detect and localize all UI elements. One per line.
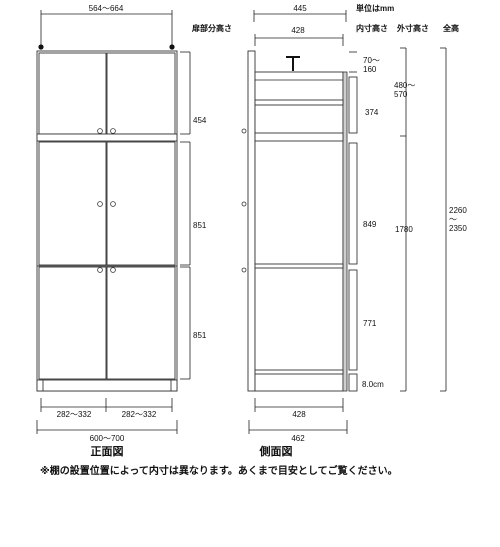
knob-icon: [97, 128, 103, 134]
door-bottom-left: [38, 266, 107, 380]
front-view: 564〜664 扉部分高さ 454: [36, 4, 232, 458]
bottom-outer-depth-label: 462: [291, 434, 305, 443]
side-cabinet-body: [254, 71, 344, 392]
side-view: 445 428 単位はmm 内寸高さ 外寸高さ 全高 70〜160: [241, 3, 467, 458]
front-view-caption: 正面図: [91, 444, 124, 458]
side-outer-depth-label: 445: [293, 4, 307, 13]
side-shelf-3: [254, 263, 344, 269]
door-bottom-right: [106, 266, 176, 380]
door-top-right: [106, 52, 176, 135]
inner-height-header: 内寸高さ: [356, 23, 388, 33]
total-height-header: 全高: [442, 23, 459, 33]
inner-height-3-label: 849: [363, 220, 377, 229]
side-shelf-1: [254, 99, 344, 106]
inner-height-bar-2: [348, 76, 358, 134]
front-top-width-label: 564〜664: [89, 4, 124, 13]
inner-height-2-label: 374: [365, 108, 379, 117]
disclaimer-note: ※棚の設置位置によって内寸は異なります。あくまで目安としてご覧ください。: [40, 464, 398, 477]
overall-width-label: 600〜700: [90, 434, 125, 443]
side-back-panel: [342, 71, 348, 392]
inner-height-5-label: 8.0cm: [362, 380, 384, 389]
side-door-profile: [247, 50, 256, 392]
knob-icon: [241, 267, 247, 273]
outer-height-2-label: 1780: [395, 225, 413, 234]
door-bottom-height-label: 851: [193, 331, 207, 340]
side-shelf-2: [254, 132, 344, 142]
inner-height-bar-5: [348, 373, 358, 392]
door-middle-left: [38, 141, 107, 266]
left-bolt-icon: [38, 44, 44, 50]
total-height-label: 2260〜2350: [449, 206, 467, 233]
unit-label: 単位はmm: [356, 3, 394, 13]
door-section-header: 扉部分高さ: [191, 23, 232, 33]
knob-icon: [110, 201, 116, 207]
right-bolt-icon: [169, 44, 175, 50]
knob-icon: [110, 267, 116, 273]
door-top-left: [38, 52, 107, 135]
door-middle-height-label: 851: [193, 221, 207, 230]
inner-height-bar-4: [348, 269, 358, 371]
inner-height-bar-3: [348, 142, 358, 265]
side-view-caption: 側面図: [259, 444, 293, 458]
knob-icon: [110, 128, 116, 134]
side-inner-depth-label: 428: [291, 26, 305, 35]
knob-icon: [241, 128, 247, 134]
knob-icon: [97, 267, 103, 273]
outer-height-1-label: 480〜570: [394, 81, 415, 99]
knob-icon: [241, 201, 247, 207]
bottom-inner-depth-label: 428: [292, 410, 306, 419]
outer-height-header: 外寸高さ: [397, 23, 429, 33]
front-plinth: [36, 379, 178, 392]
knob-icon: [97, 201, 103, 207]
inner-height-4-label: 771: [363, 319, 377, 328]
front-shelf-band-top: [36, 133, 178, 142]
door-top-height-label: 454: [193, 116, 207, 125]
door-middle-right: [106, 141, 176, 266]
door-width-left-label: 282〜332: [57, 410, 92, 419]
inner-height-1-label: 70〜160: [363, 56, 380, 74]
side-shelf-bottom: [254, 369, 344, 375]
door-width-right-label: 282〜332: [122, 410, 157, 419]
